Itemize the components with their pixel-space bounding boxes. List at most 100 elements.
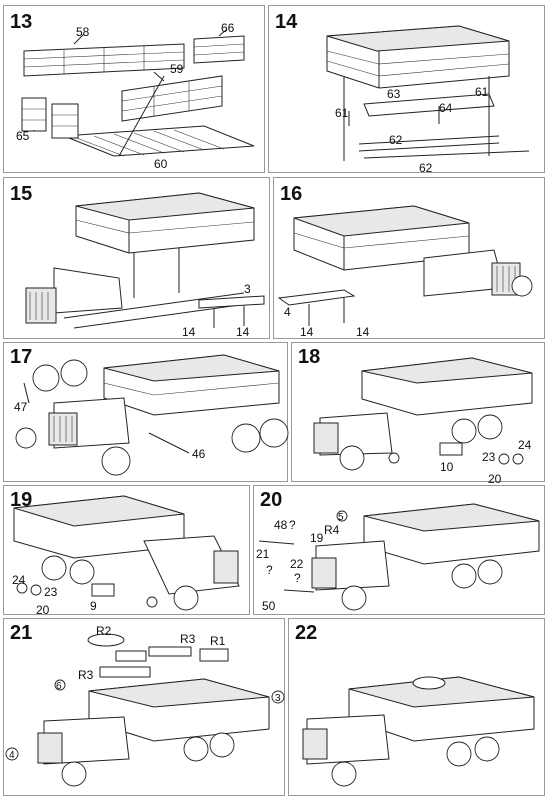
- cargo-body: [103, 354, 280, 416]
- cargo-body: [361, 357, 533, 416]
- callout-6: 6: [56, 681, 62, 692]
- truck-cab: [313, 412, 393, 456]
- step-20-drawing: 48 ? 5 19 R4 21 22 ? ? 50: [256, 503, 540, 613]
- step-number: 18: [298, 346, 321, 368]
- floor-part-60: [63, 125, 255, 157]
- callout-62-lower: 62: [419, 161, 433, 174]
- step-15-panel: 15 3 14 14: [3, 177, 270, 339]
- cargo-body: [75, 192, 255, 254]
- subframe-63-64: [348, 93, 495, 126]
- callout-50: 50: [262, 599, 276, 613]
- part-4-marker: [5, 747, 19, 761]
- wheels: [339, 414, 503, 471]
- callout-question-top: ?: [289, 518, 296, 532]
- callout-61-right: 61: [475, 85, 489, 99]
- finished-truck: [302, 676, 535, 787]
- step-21-drawing: R2 R3 R1 R3 6 3 4: [5, 624, 285, 787]
- truck-cab: [423, 249, 533, 297]
- part-10: [439, 442, 463, 456]
- callout-22: 22: [290, 557, 304, 571]
- wheels: [15, 359, 289, 476]
- cargo-body: [293, 205, 470, 271]
- callout-14-left: 14: [182, 325, 196, 339]
- part-6-marker: [54, 679, 66, 691]
- wheels: [41, 555, 199, 611]
- cargo-body: [88, 678, 270, 742]
- step-22-panel: 22: [288, 618, 545, 796]
- callout-14-right: 14: [356, 325, 370, 339]
- step-number: 21: [10, 622, 33, 644]
- callout-question-right: ?: [294, 571, 301, 585]
- callout-61-left: 61: [335, 106, 349, 120]
- callout-3: 3: [244, 282, 251, 296]
- cargo-body: [363, 503, 540, 565]
- truck-cab: [48, 397, 130, 449]
- callout-48: 48: [274, 518, 288, 532]
- callout-64: 64: [439, 101, 453, 115]
- callout-10: 10: [440, 460, 454, 474]
- step-number: 13: [10, 11, 33, 33]
- callout-24: 24: [12, 573, 26, 587]
- truck-cab: [25, 267, 123, 324]
- step-number: 15: [10, 183, 33, 205]
- part-4: [277, 289, 356, 326]
- callout-20: 20: [36, 603, 50, 616]
- side-panel-59: [121, 75, 223, 122]
- callout-14-left: 14: [300, 325, 314, 339]
- part-R3: [148, 646, 192, 657]
- part-3: [198, 295, 265, 328]
- step-20-panel: 20 48 ? 5 19 R4 21 22 ? ? 50: [253, 485, 545, 615]
- callout-R3-upper: R3: [180, 632, 196, 646]
- callout-4: 4: [284, 305, 291, 319]
- step-number: 20: [260, 489, 283, 511]
- step-14-drawing: 61 63 61 64 62 62: [326, 25, 530, 174]
- callout-63: 63: [387, 87, 401, 101]
- wheels: [61, 732, 235, 787]
- callout-47: 47: [14, 400, 28, 414]
- roof-parts: [87, 633, 229, 678]
- step-16-drawing: 4 14 14: [277, 205, 533, 339]
- step-22-drawing: [302, 676, 535, 787]
- part-R1: [199, 648, 229, 662]
- front-panel-58: [23, 43, 185, 77]
- cargo-body: [326, 25, 510, 89]
- callout-23: 23: [482, 450, 496, 464]
- callout-R4: R4: [324, 523, 340, 537]
- step-21-panel: 21 R2 R3 R1 R3 6 3 4: [3, 618, 285, 796]
- step-16-panel: 16 4 14 14: [273, 177, 545, 339]
- step-15-drawing: 3 14 14: [25, 192, 265, 339]
- callout-9: 9: [90, 599, 97, 613]
- step-14-panel: 14 61 63 61 64 62 62: [268, 5, 545, 174]
- step-17-panel: 17 47 46: [3, 342, 289, 482]
- callout-3: 3: [275, 693, 281, 704]
- step-19-panel: 19 24 23 20 9: [3, 485, 250, 616]
- step-13-drawing: 58 66 59 65 60: [16, 21, 255, 171]
- callout-65: 65: [16, 129, 30, 143]
- callout-R3-lower: R3: [78, 668, 94, 682]
- end-panels-65: [21, 97, 79, 139]
- callout-24: 24: [518, 438, 532, 452]
- callout-62-upper: 62: [389, 133, 403, 147]
- step-number: 16: [280, 183, 303, 205]
- part-3-marker: [271, 690, 285, 704]
- callout-R2: R2: [96, 624, 112, 638]
- step-13-panel: 13: [3, 5, 265, 173]
- truck-cab: [143, 535, 240, 595]
- callout-4: 4: [9, 750, 15, 761]
- callout-14-right: 14: [236, 325, 250, 339]
- truck-cab: [37, 716, 130, 765]
- part-R2: [87, 633, 125, 647]
- step-19-drawing: 24 23 20 9: [12, 495, 240, 616]
- truck-cab: [311, 540, 390, 591]
- callout-19: 19: [310, 531, 324, 545]
- callout-question-left: ?: [266, 563, 273, 577]
- step-17-drawing: 47 46: [14, 354, 289, 476]
- callout-R1: R1: [210, 634, 226, 648]
- step-number: 14: [275, 11, 298, 33]
- callout-46: 46: [192, 447, 206, 461]
- callout-23: 23: [44, 585, 58, 599]
- callout-20: 20: [488, 472, 502, 483]
- step-18-drawing: 10 23 24 20: [313, 357, 533, 483]
- part-9: [91, 583, 115, 597]
- step-number: 17: [10, 346, 33, 368]
